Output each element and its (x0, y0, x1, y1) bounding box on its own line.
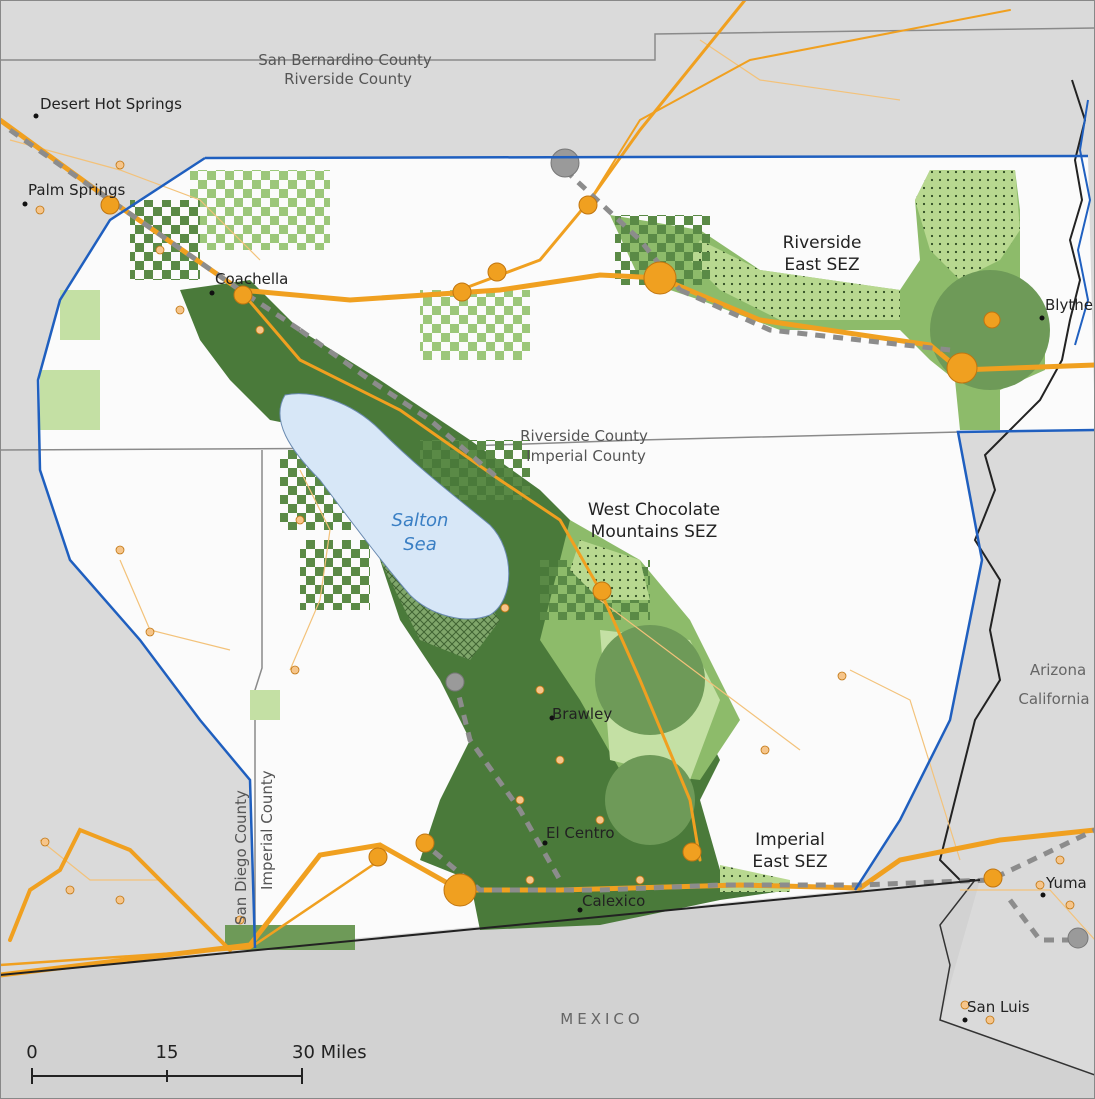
arizona-border (939, 879, 1095, 1076)
label-san-bernardino-county: San Bernardino County (258, 51, 432, 69)
colorado-river (1074, 99, 1092, 346)
study-area-boundary (36, 154, 1095, 949)
label-west-chocolate-sez-1: West Chocolate (588, 500, 720, 520)
label-riverside-east-sez-1: Riverside (783, 233, 862, 253)
scale-label-30-miles: 30 Miles (292, 1042, 367, 1063)
label-imperial-county-mid: Imperial County (526, 447, 646, 465)
label-california: California (1018, 690, 1089, 708)
state-boundary (938, 79, 1087, 881)
scale-label-15: 15 (156, 1042, 179, 1063)
label-calexico: Calexico (582, 892, 645, 910)
city-dots (22, 113, 1046, 1023)
label-coachella: Coachella (215, 270, 288, 288)
label-san-diego-county: San Diego County (232, 790, 250, 925)
label-san-luis: San Luis (967, 998, 1030, 1016)
salton-sea (279, 393, 510, 620)
label-riverside-county-mid: Riverside County (520, 427, 648, 445)
label-desert-hot-springs: Desert Hot Springs (40, 95, 182, 113)
scale-bar: 0 15 30 Miles (26, 1042, 367, 1084)
label-west-chocolate-sez-2: Mountains SEZ (591, 522, 718, 542)
label-imperial-county-vertical: Imperial County (258, 770, 276, 890)
mexico-border (0, 879, 981, 976)
scale-label-0: 0 (26, 1042, 37, 1063)
label-yuma: Yuma (1045, 874, 1087, 892)
substations (100, 195, 1003, 907)
label-blythe: Blythe (1045, 296, 1093, 314)
mexico-region (0, 880, 1095, 1099)
label-palm-springs: Palm Springs (28, 181, 126, 199)
label-riverside-county-top: Riverside County (284, 70, 412, 88)
label-el-centro: El Centro (546, 824, 615, 842)
label-imperial-east-sez-2: East SEZ (752, 852, 827, 872)
small-points (35, 160, 1075, 1025)
label-riverside-east-sez-2: East SEZ (784, 255, 859, 275)
label-brawley: Brawley (552, 705, 612, 723)
label-imperial-east-sez-1: Imperial (755, 830, 825, 850)
label-arizona: Arizona (1030, 661, 1086, 679)
label-sea: Sea (403, 534, 437, 555)
label-salton: Salton (392, 510, 449, 531)
label-mexico: MEXICO (560, 1010, 643, 1028)
